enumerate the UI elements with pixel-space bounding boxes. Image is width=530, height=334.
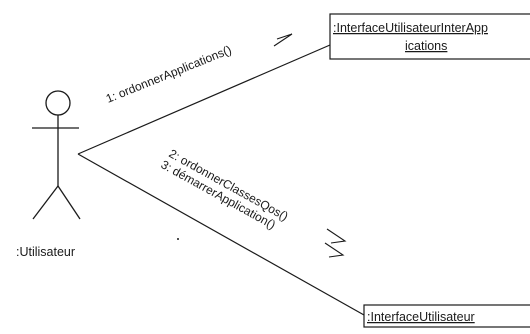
object-name-top-line2: ications xyxy=(405,39,447,53)
stray-dot xyxy=(177,238,179,240)
object-name-top-line1: :InterfaceUtilisateurInterApp xyxy=(333,21,488,35)
link-to-top-object xyxy=(77,44,331,155)
actor-left-leg xyxy=(32,185,59,220)
object-box-top xyxy=(329,13,530,60)
message-1-arrow-icon xyxy=(273,33,293,47)
message-2-arrow-icon xyxy=(326,228,347,244)
message-1-label: 1: ordonnerApplications() xyxy=(104,43,234,106)
object-box-bottom xyxy=(363,304,530,328)
object-interface-utilisateur-inter-applications: :InterfaceUtilisateurInterApp ications xyxy=(329,13,530,60)
actor-head xyxy=(45,90,71,116)
message-3-arrow-icon xyxy=(324,242,345,258)
object-name-bottom: :InterfaceUtilisateur xyxy=(367,310,475,324)
message-2-label: 2: ordonnerClassesQos() xyxy=(167,146,291,223)
actor-right-leg xyxy=(57,185,81,220)
link-to-bottom-object xyxy=(77,153,365,316)
actor-label: :Utilisateur xyxy=(16,245,75,259)
actor-utilisateur xyxy=(32,90,81,220)
object-interface-utilisateur: :InterfaceUtilisateur xyxy=(363,304,530,328)
